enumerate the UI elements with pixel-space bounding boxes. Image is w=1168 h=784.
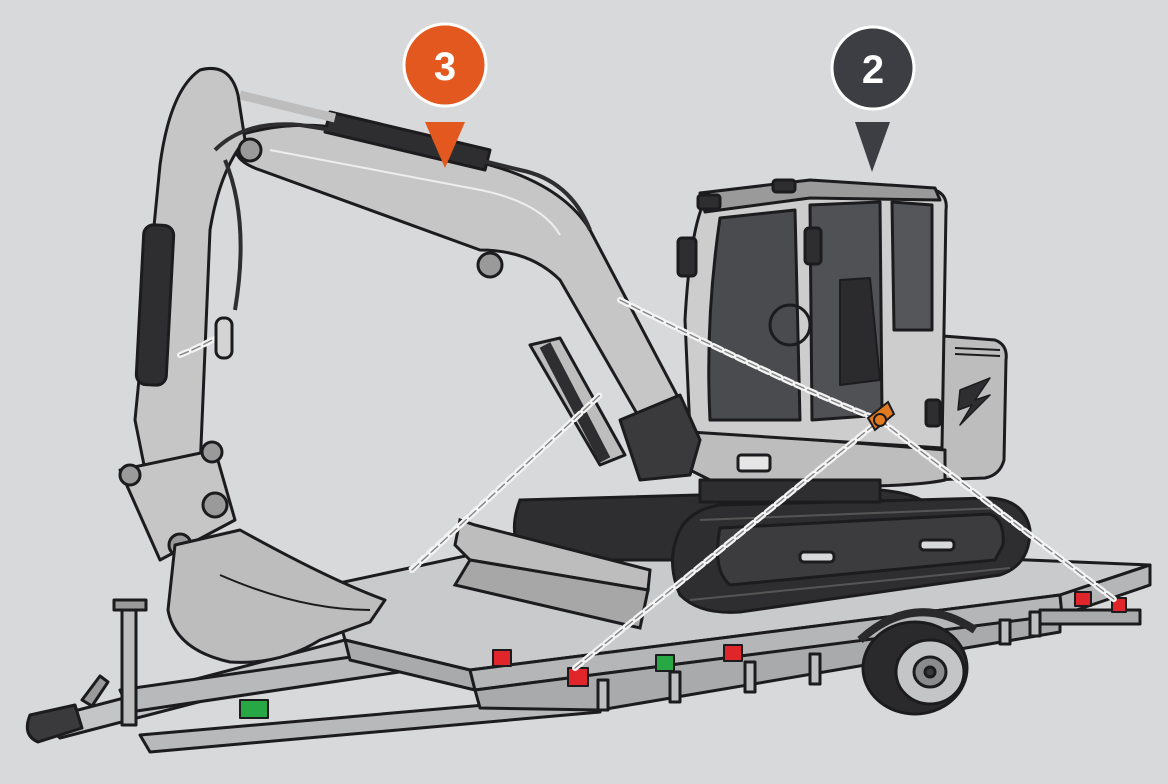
light-red [1074, 591, 1092, 607]
engine-housing [928, 333, 1008, 482]
arm-cylinder-rod [238, 90, 337, 123]
marker-2-circle [830, 25, 916, 111]
excavator-undercarriage [512, 488, 1032, 614]
light-red [492, 649, 512, 667]
roof-lights [696, 178, 797, 211]
hydraulic-hose [223, 159, 243, 311]
dozer-blade [452, 518, 652, 630]
bucket-linkage [118, 448, 237, 562]
track-slot [918, 538, 956, 552]
trailer-lights [239, 591, 1127, 719]
light-red [567, 667, 589, 687]
wheel-fender [857, 608, 978, 643]
light-red [723, 644, 743, 662]
boom [234, 123, 692, 447]
stick-cylinder [134, 223, 176, 387]
boom-shackle [214, 316, 234, 360]
tie-down-chains [177, 297, 1118, 671]
trailer-coupler [25, 703, 84, 744]
trailer-jack [120, 603, 138, 727]
boom-cylinder-rod [539, 342, 611, 463]
marker-3-pointer [425, 122, 465, 168]
light-green [655, 654, 675, 672]
marker-2-pointer [855, 122, 890, 172]
stick-arm [133, 67, 247, 497]
hydraulic-hose [213, 122, 592, 231]
marker-2-label: 2 [862, 48, 884, 92]
step-slot [736, 453, 772, 473]
trailer-wheel [861, 620, 969, 716]
cab-window-rear [890, 200, 934, 332]
steering-wheel [768, 303, 812, 347]
track-links [689, 507, 1011, 601]
marker-cab: 2 [830, 25, 916, 172]
marker-3-label: 3 [434, 45, 456, 89]
coupler-handle [80, 674, 110, 708]
light-green [239, 699, 269, 719]
brand-mark [957, 377, 991, 426]
mirror-right [803, 226, 823, 266]
trailer-jack-handle [112, 598, 148, 612]
cab-handle [924, 398, 942, 428]
chain-binder-hook [866, 400, 896, 432]
mirror-left [676, 236, 698, 278]
trailer-uprights [596, 610, 1042, 712]
engine-vent [954, 347, 1001, 357]
cab-roof [698, 178, 942, 214]
track-slot [798, 550, 836, 564]
bucket-edge [219, 574, 371, 611]
marker-3-circle [402, 22, 488, 108]
boom-foot [618, 393, 702, 482]
boom-highlight [269, 149, 561, 236]
marker-boom: 3 [402, 22, 488, 168]
cab-window-front [707, 208, 802, 422]
operator-seat [839, 277, 881, 386]
